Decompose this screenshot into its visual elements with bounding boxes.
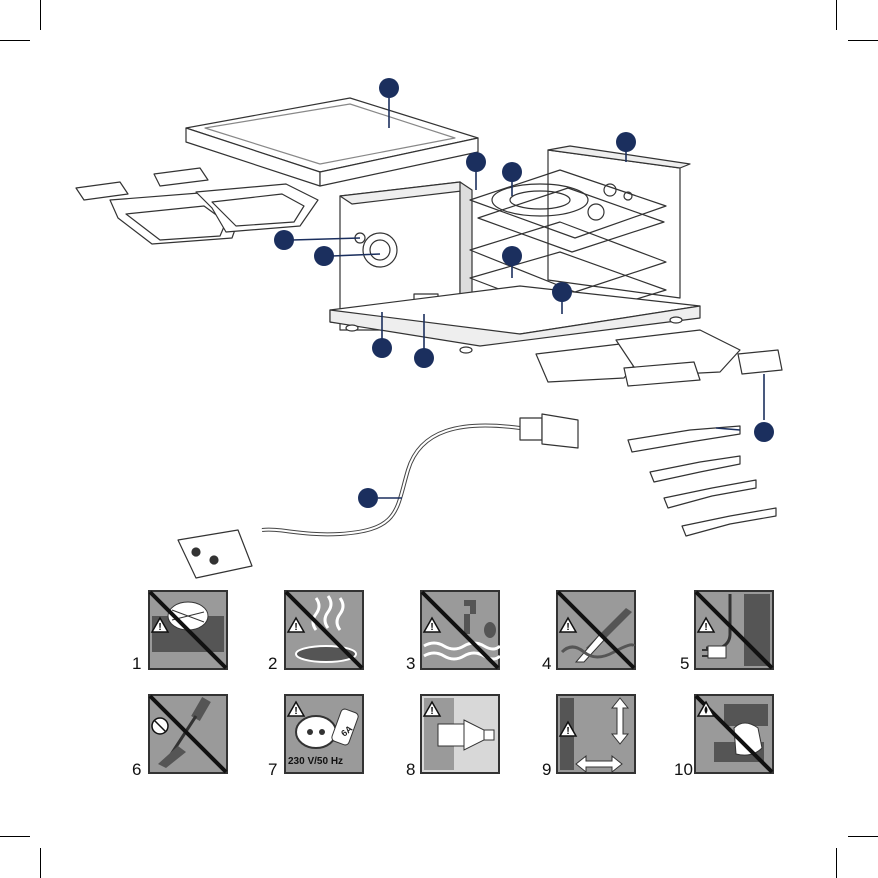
hot-surface-warning-icon [694,694,774,774]
voltage-label: 230 V/50 Hz [288,756,343,767]
warning-number: 5 [680,654,689,674]
crop-mark-bl-v [40,848,41,878]
svg-text:!: ! [430,706,433,717]
callout-dot-upper-rack [502,162,522,182]
warning-number: 8 [406,760,415,780]
warning-number: 4 [542,654,551,674]
callout-dot-indicator-light [274,230,294,250]
callout-dot-right-housing [616,132,636,152]
callout-dot-spatulas [754,422,774,442]
callout-dot-power-cord [358,488,378,508]
warning-number: 6 [132,760,141,780]
svg-text:!: ! [704,622,707,633]
raclette-pans-right [536,330,782,386]
crop-mark-bl-h [0,836,30,837]
spatulas [628,426,776,536]
grill-plate [186,98,478,186]
svg-text:!: ! [294,706,297,717]
warning-number: 1 [132,654,141,674]
warning-pictogram-grid: 1 ! 2 ! 3 [108,580,788,790]
callout-dot-lower-rack [552,282,572,302]
no-water-immersion-icon: ! [148,590,228,670]
no-pull-cable-icon: ! [694,590,774,670]
svg-text:!: ! [294,622,297,633]
callout-dot-pan-rack [502,246,522,266]
callout-dot-control-knob [314,246,334,266]
warning-number: 2 [268,654,277,674]
no-hot-surface-icon: ! [284,590,364,670]
callout-dot-grill-plate [379,78,399,98]
warning-number: 7 [268,760,277,780]
no-cable-cut-icon: ! [556,590,636,670]
crop-mark-br-h [848,836,878,837]
svg-text:!: ! [430,622,433,633]
callout-dot-socket [414,348,434,368]
svg-text:!: ! [566,622,569,633]
appliance-exploded-drawing [0,0,878,580]
no-self-repair-icon [148,694,228,774]
crop-mark-br-v [836,848,837,878]
warning-number: 9 [542,760,551,780]
no-water-tap-icon: ! [420,590,500,670]
warning-number: 3 [406,654,415,674]
callout-dot-base [372,338,392,358]
svg-text:!: ! [566,726,569,737]
keep-distance-icon: ! [556,694,636,774]
power-cord [178,414,578,578]
callout-dot-heating-element [466,152,486,172]
warning-number: 10 [674,760,693,780]
unplug-after-use-icon: ! [420,694,500,774]
svg-text:!: ! [158,622,161,633]
